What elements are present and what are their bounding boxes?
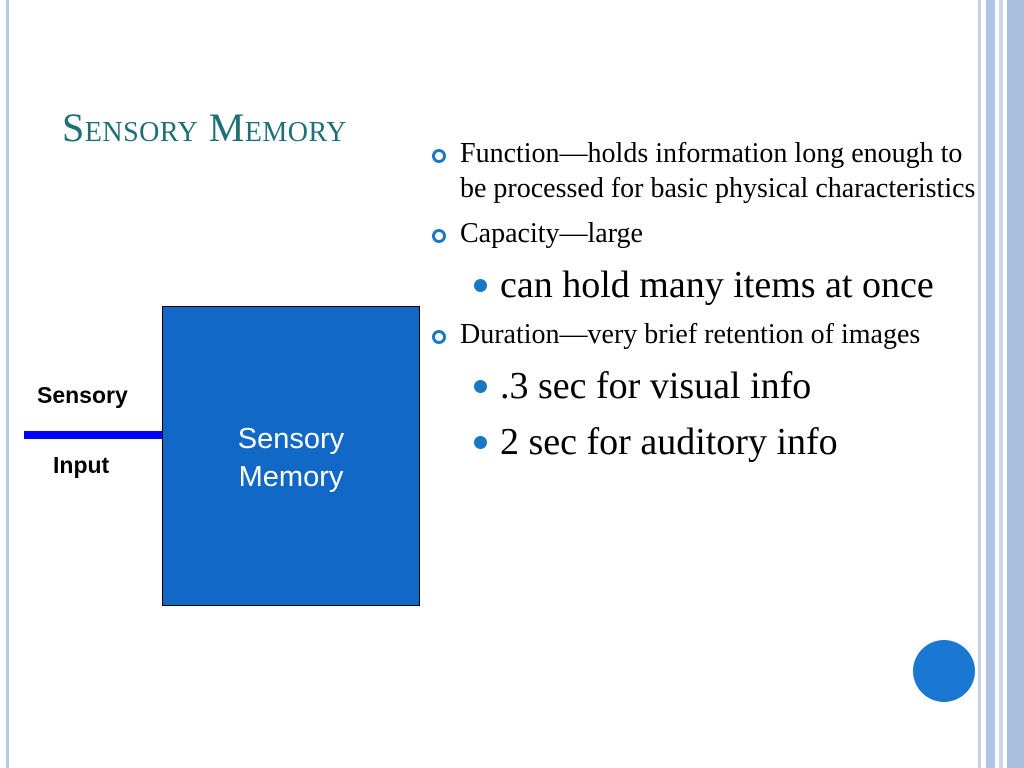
decorative-circle: [913, 640, 975, 702]
dot-bullet-icon: [474, 380, 487, 393]
ring-bullet-icon: [432, 229, 446, 243]
bullet-text: can hold many items at once: [500, 264, 934, 306]
bullet-capacity: Capacity—large: [424, 216, 992, 251]
frame-right-border: [978, 0, 1024, 768]
bullet-text: 2 sec for auditory info: [500, 421, 838, 463]
bullet-capacity-detail: can hold many items at once: [424, 261, 992, 309]
ring-bullet-icon: [432, 330, 446, 344]
bullet-duration-auditory: 2 sec for auditory info: [424, 418, 992, 466]
input-label-line1: Sensory: [37, 382, 128, 408]
bullet-function: Function—holds information long enough t…: [424, 136, 992, 206]
bullet-list: Function—holds information long enough t…: [424, 136, 992, 474]
frame-left-border: [6, 0, 9, 768]
bullet-duration-visual: .3 sec for visual info: [424, 362, 992, 410]
box-label-line2: Memory: [238, 461, 344, 493]
dot-bullet-icon: [474, 279, 487, 292]
dot-bullet-icon: [474, 436, 487, 449]
input-label-line2: Input: [53, 452, 110, 478]
slide-title: Sensory Memory: [62, 105, 347, 150]
bullet-text: Duration—very brief retention of images: [460, 319, 921, 350]
box-label-line1: Sensory: [237, 423, 345, 455]
sensory-memory-box: [162, 306, 420, 606]
ring-bullet-icon: [432, 149, 446, 163]
bullet-text: .3 sec for visual info: [500, 365, 812, 407]
bullet-duration: Duration—very brief retention of images: [424, 317, 992, 352]
bullet-text: Capacity—large: [460, 218, 643, 249]
sensory-memory-label: Sensory Memory: [162, 420, 420, 496]
bullet-text: Function—holds information long enough t…: [460, 138, 976, 204]
